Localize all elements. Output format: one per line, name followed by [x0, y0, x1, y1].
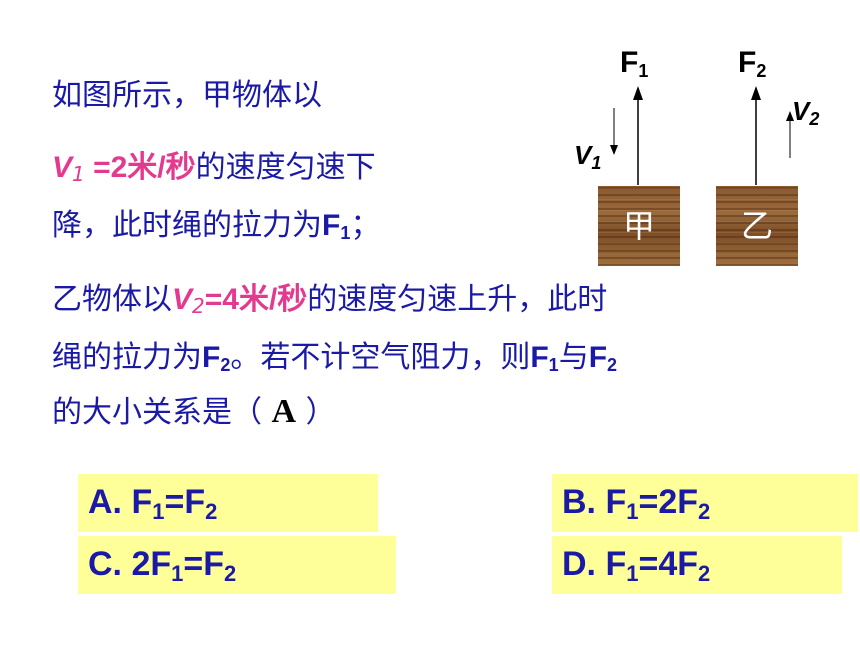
block-jia: 甲: [598, 186, 680, 266]
option-d[interactable]: D. F1=4F2: [552, 536, 842, 594]
v2-label: V2: [792, 96, 820, 129]
answer-letter: A: [271, 393, 297, 430]
f2-arrowhead: [751, 86, 761, 100]
question-line-6: 的大小关系是（ A ）: [52, 393, 336, 430]
f1-arrowhead: [633, 86, 643, 100]
option-c[interactable]: C. 2F1=F2: [78, 536, 396, 594]
f1-label: F1: [620, 46, 649, 81]
option-b[interactable]: B. F1=2F2: [552, 474, 858, 532]
option-a[interactable]: A. F1=F2: [78, 474, 378, 532]
v1-arrowhead: [610, 145, 618, 155]
block-yi: 乙: [716, 186, 798, 266]
question-line-4: 乙物体以V2=4米/秒的速度匀速上升，此时: [52, 282, 608, 318]
question-line-2: V1 =2米/秒的速度匀速下: [52, 150, 376, 186]
question-line-3: 降，此时绳的拉力为F1；: [52, 208, 381, 243]
question-line-1: 如图所示，甲物体以: [52, 78, 322, 113]
question-line-5: 绳的拉力为F2。若不计空气阻力，则F1与F2: [52, 340, 618, 375]
f2-label: F2: [738, 46, 767, 81]
v1-label: V1: [574, 140, 602, 173]
